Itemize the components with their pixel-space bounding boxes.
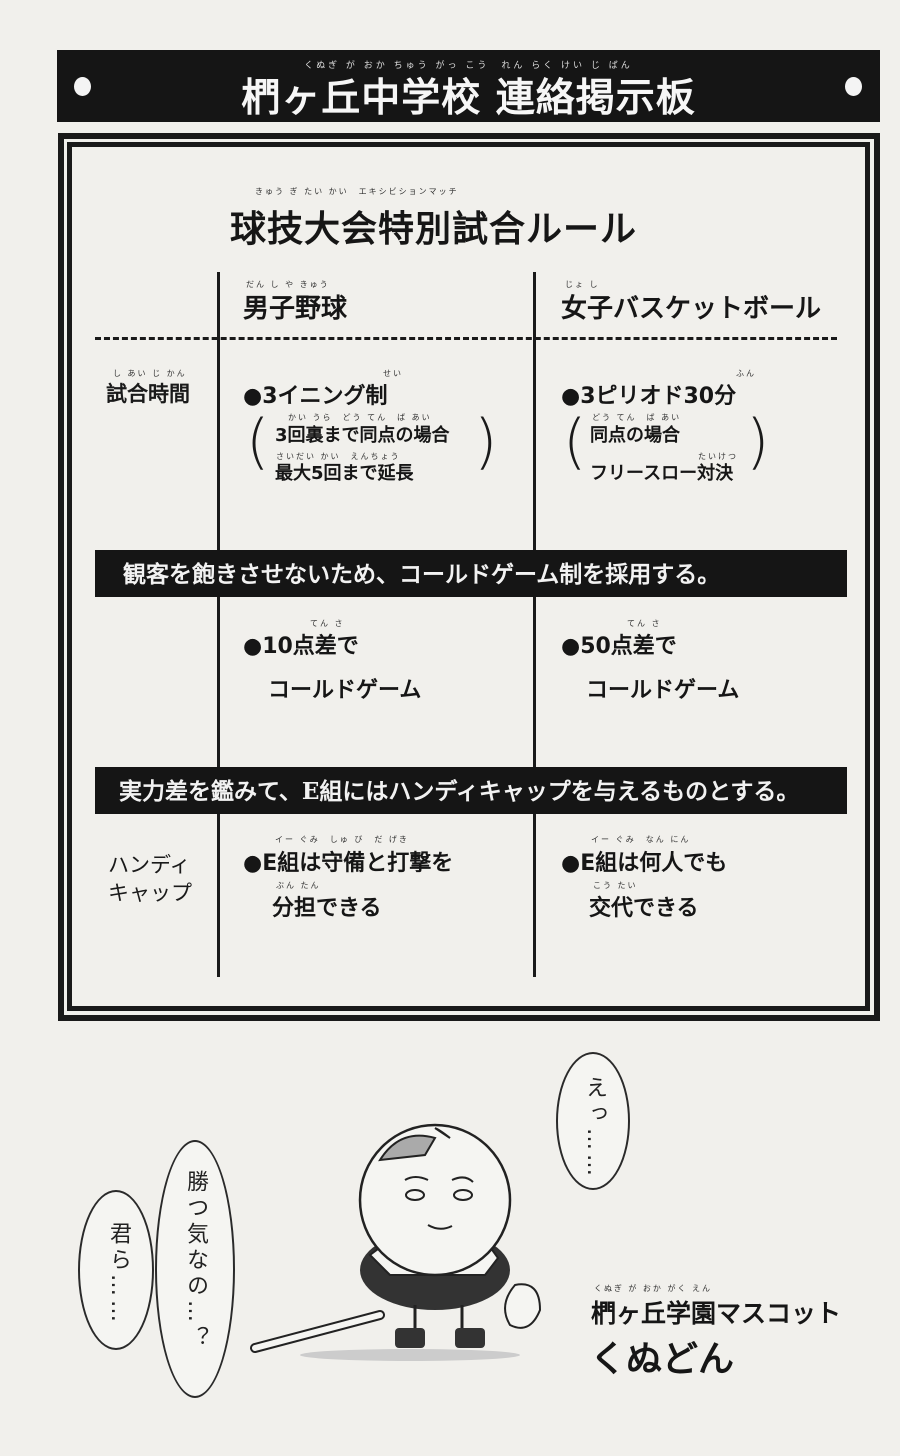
cell-boys-innings: ●3イニング制 [243,384,388,409]
cell-boys-handicap-line1: ●E組は守備と打撃を [243,851,454,876]
cell-girls-called-game-line1: ●50点差で [561,634,677,659]
cell-boys-tie-rule: 3回裏まで同点の場合 [275,425,450,446]
board-title: 球技大会特別試合ルール [230,208,638,250]
cell-girls-tie-rule: 同点の場合 [590,425,680,446]
cell-boys-extension: 最大5回まで延長 [275,463,414,484]
cell-ruby: てん さ [310,619,345,628]
cell-ruby: さいだい かい えんちょう [276,452,401,461]
open-paren: ( [246,407,270,477]
cell-girls-periods: ●3ピリオド30分 [561,384,737,409]
cell-ruby: イー ぐみ しゅ び だ げき [275,835,409,844]
cell-boys-called-game-line1: ●10点差で [243,634,359,659]
speech-bubble-right: えっ…… [556,1052,630,1190]
mascot-ruby: くぬぎ が おか がく えん [594,1284,713,1293]
close-paren: ) [474,407,498,477]
board-frame-outer [58,133,880,1021]
mascot-illustration [250,1123,542,1361]
mascot-org-label: 椚ヶ丘学園マスコット [591,1299,842,1328]
row-label-handicap-line1: ハンディ [108,853,191,877]
close-paren: ) [746,407,770,477]
cell-girls-called-game-line2: コールドゲーム [586,678,740,703]
cell-boys-handicap-line2: 分担できる [272,896,382,921]
cell-ruby: せい [383,369,403,378]
bullet-dot-icon [74,77,91,96]
column-ruby-boys: だん し や きゅう [246,280,330,289]
board-title-ruby: きゅう ぎ たい かい エキシビションマッチ [255,187,459,196]
cell-girls-handicap-line2: 交代できる [589,896,699,921]
bubble-text: 勝つ気なの…？ [183,1170,208,1352]
bubble-text: えっ…… [582,1076,607,1180]
cell-girls-handicap-line1: ●E組は何人でも [561,851,728,876]
notice-text: 実力差を鑑みて、E組にはハンディキャップを与えるものとする。 [119,778,800,805]
row-label-handicap-line2: キャップ [108,881,192,905]
cell-ruby: どう てん ば あい [592,413,682,422]
cell-ruby: こう たい [593,881,638,890]
speech-bubble-left: 君ら…… [78,1190,154,1350]
cell-ruby: てん さ [627,619,662,628]
open-paren: ( [563,407,587,477]
cell-ruby: ふん [736,369,756,378]
table-divider-right [533,272,536,977]
row-label-ruby: し あい じ かん [113,369,187,378]
column-header-boys-baseball: 男子野球 [243,294,348,324]
header-title: 椚ヶ丘中学校 連絡掲示板 [241,76,696,121]
speech-bubble-middle: 勝つ気なの…？ [155,1140,235,1398]
handicap-notice: 実力差を鑑みて、E組にはハンディキャップを与えるものとする。 [95,767,847,814]
board-frame-inner [67,142,870,1011]
mascot-name: くぬどん [590,1339,735,1380]
column-header-girls-basketball: 女子バスケットボール [561,294,822,324]
column-ruby-girls: じょ し [565,280,600,289]
header-ruby: くぬぎ が おか ちゅう がっ こう れん らく けい じ ばん [304,61,633,71]
bullet-dot-icon [845,77,862,96]
notice-text: 観客を飽きさせないため、コールドゲーム制を採用する。 [123,561,721,588]
cell-boys-called-game-line2: コールドゲーム [268,678,422,703]
cell-ruby: ぶん たん [276,881,321,890]
cell-ruby: かい うら どう てん ば あい [288,413,432,422]
header-dashed-divider [95,337,837,340]
bubble-text: 君ら…… [106,1222,131,1326]
cell-ruby: たいけつ [698,452,738,461]
table-divider-left [217,272,220,977]
called-game-notice: 観客を飽きさせないため、コールドゲーム制を採用する。 [95,550,847,597]
header-banner: くぬぎ が おか ちゅう がっ こう れん らく けい じ ばん 椚ヶ丘中学校 … [57,50,880,122]
cell-girls-free-throw: フリースロー対決 [590,463,734,484]
row-label-match-time: 試合時間 [106,382,190,406]
cell-ruby: イー ぐみ なん にん [591,835,691,844]
